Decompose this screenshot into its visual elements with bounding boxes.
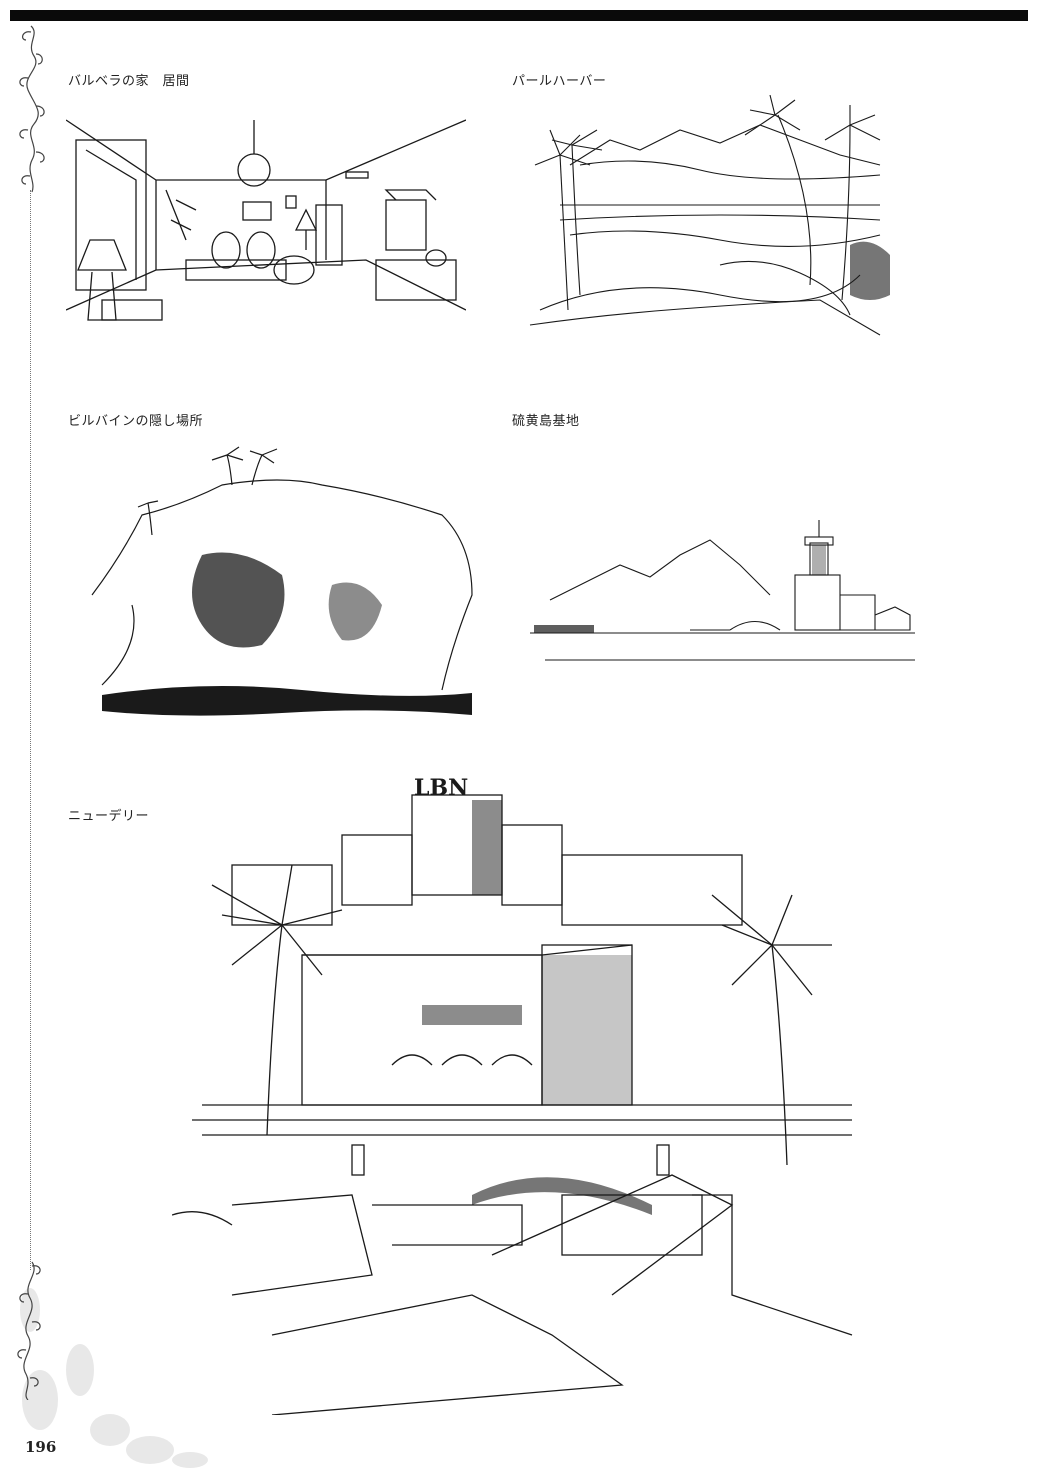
sketch-pearl-harbor <box>520 95 900 345</box>
page-number: 196 <box>25 1438 57 1456</box>
sketch-new-delhi: LBN <box>172 775 862 1415</box>
side-dotted-rule <box>30 190 31 1270</box>
vine-ornament-bottom-icon <box>17 1261 41 1400</box>
caption-iwo-jima-base: 硫黄島基地 <box>512 414 580 429</box>
sketch-living-room <box>66 110 466 340</box>
lbn-sign: LBN <box>414 775 468 801</box>
sketch-iwo-jima-base <box>530 515 915 670</box>
top-border-bar <box>10 10 1028 21</box>
floral-background-icon <box>20 1288 208 1468</box>
vine-ornament-top-icon <box>19 25 45 193</box>
caption-pearl-harbor: パールハーバー <box>512 74 607 89</box>
caption-new-delhi: ニューデリー <box>68 809 150 824</box>
sketch-bilbain-hideout <box>82 445 477 720</box>
caption-bilbain-hideout: ビルバインの隠し場所 <box>68 414 204 429</box>
caption-balbera-living-room: バルベラの家 居間 <box>68 74 190 89</box>
